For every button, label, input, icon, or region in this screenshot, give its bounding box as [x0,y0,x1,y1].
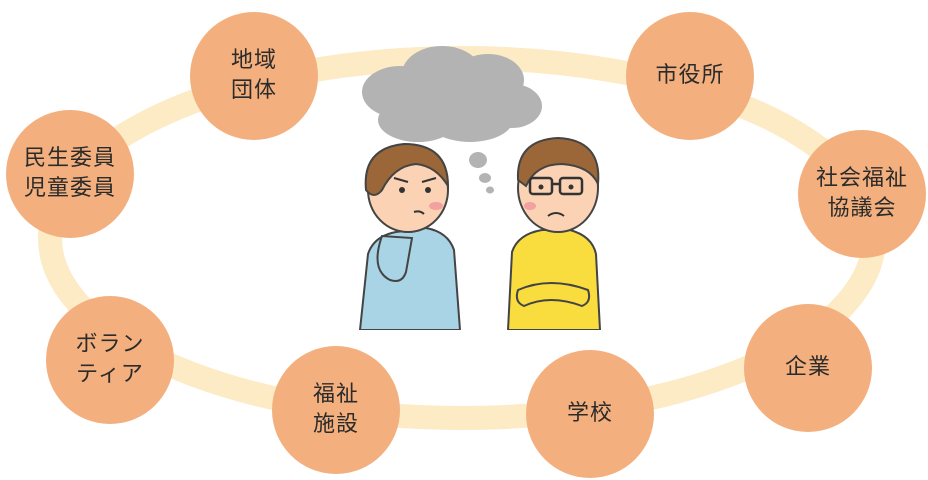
node-shiyakusho: 市役所 [626,12,754,140]
node-chiiki-dantai: 地域 団体 [190,12,318,140]
consulting-people-illustration [358,46,602,330]
node-label: 福祉 [312,382,359,407]
node-label: 協議会 [827,196,897,221]
thinking-woman-icon [358,142,462,330]
node-label: 学校 [566,401,613,426]
node-label: 社会福祉 [815,166,908,191]
node-kigyo: 企業 [744,304,872,432]
node-gakko: 学校 [526,350,654,478]
node-label: 児童委員 [23,176,116,201]
thought-cloud-icon [362,46,542,194]
node-label: ティア [76,362,144,387]
node-label: 民生委員 [23,146,116,171]
node-fukushi-shisetsu: 福祉 施設 [272,346,400,474]
node-label: ボラン [75,332,145,357]
node-label: 企業 [784,355,831,380]
node-volunteer: ボラン ティア [46,296,174,424]
node-label: 地域 [230,48,277,73]
worried-man-icon [506,136,602,330]
node-shakai-fukushi-kyogikai: 社会福祉 協議会 [798,130,926,258]
node-label: 施設 [312,412,359,437]
node-minsei-iin: 民生委員 児童委員 [6,110,134,238]
node-label: 団体 [230,78,277,103]
node-label: 市役所 [655,63,725,88]
